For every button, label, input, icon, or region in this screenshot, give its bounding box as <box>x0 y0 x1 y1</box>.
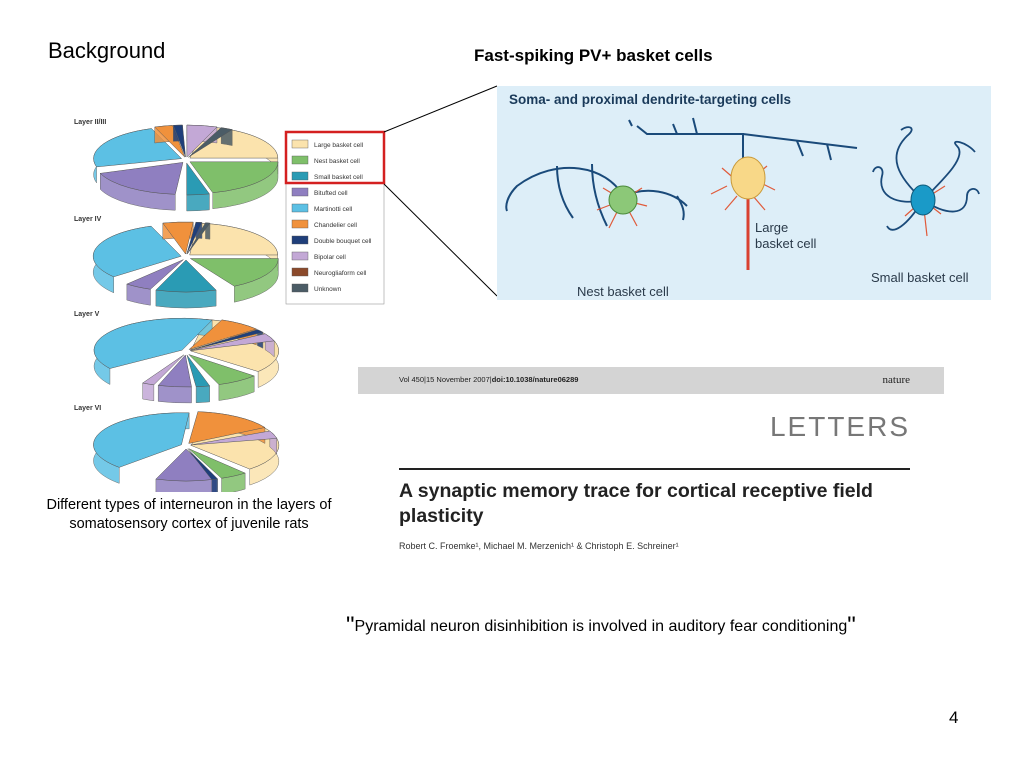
pie-slice <box>188 411 266 444</box>
paper-header: Vol 450|15 November 2007|doi:10.1038/nat… <box>358 367 944 567</box>
pie-layer-label: Layer VI <box>74 405 101 412</box>
morphology-title: Soma- and proximal dendrite-targeting ce… <box>509 92 791 107</box>
pie-slice <box>154 125 186 158</box>
quote-text: "Pyramidal neuron disinhibition is invol… <box>346 612 856 639</box>
interneuron-pie-figure: Layer II/III Layer IV Layer V Layer VI Larg… <box>74 119 386 492</box>
paper-authors: Robert C. Froemke¹, Michael M. Merzenich… <box>399 541 679 551</box>
legend-label: Bipolar cell <box>314 254 346 261</box>
pie-slice <box>186 222 211 255</box>
pie-slice <box>186 124 218 158</box>
small-basket-soma <box>910 184 936 216</box>
pie-slice <box>162 221 194 255</box>
pie-slice <box>189 161 279 193</box>
nest-basket-axon <box>505 163 688 227</box>
paper-doi[interactable]: doi:10.1038/nature06289 <box>491 375 579 384</box>
pie-layer-label: Layer IV <box>74 216 102 223</box>
slide-title: Background <box>48 38 166 63</box>
legend-swatch <box>291 139 309 149</box>
pie-layer-1: Layer II/III <box>74 119 279 212</box>
pie-slice-side <box>157 385 192 404</box>
legend-label: Bitufted cell <box>314 190 348 197</box>
legend-swatch <box>291 155 309 165</box>
pie-slice <box>189 258 279 287</box>
pie-slice <box>188 448 246 479</box>
pie-slice <box>190 333 275 351</box>
pie-slice <box>188 127 233 158</box>
legend-label: Double bouquet cell <box>314 238 372 245</box>
pie-layer-2: Layer IV <box>74 216 279 309</box>
small-basket-label: Small basket cell <box>871 270 969 285</box>
large-basket-label: Large <box>755 220 788 235</box>
paper-top-bar: Vol 450|15 November 2007|doi:10.1038/nat… <box>358 367 944 394</box>
nest-basket-label: Nest basket cell <box>577 284 669 299</box>
pie-layer-label: Layer II/III <box>74 119 106 126</box>
legend-swatch <box>291 203 309 213</box>
figure-caption: Different types of interneuron in the la… <box>46 497 332 532</box>
legend-label: Small basket cell <box>314 174 363 181</box>
legend-label: Martinotti cell <box>314 206 353 213</box>
pie-slice <box>126 259 184 290</box>
large-basket-soma <box>730 156 766 200</box>
legend-label: Nest basket cell <box>314 158 360 165</box>
page-number: 4 <box>949 708 959 727</box>
paper-title: A synaptic memory trace for cortical rec… <box>399 480 873 527</box>
pie-slice-side <box>155 289 217 309</box>
legend-label: Chandelier cell <box>314 222 358 229</box>
paper-article-type: LETTERS <box>769 411 910 442</box>
pie-slice <box>93 317 213 369</box>
pie-layer-4: Layer VI <box>74 405 280 492</box>
pie-slice-side <box>195 385 210 404</box>
journal-name: nature <box>882 374 910 386</box>
pie-slice <box>186 221 203 255</box>
legend-swatch <box>291 187 309 197</box>
legend-label: Large basket cell <box>314 142 364 149</box>
legend-swatch <box>291 219 309 229</box>
legend-swatch <box>291 235 309 245</box>
pie-slice <box>157 354 192 388</box>
pie-slice <box>188 354 255 385</box>
paper-reference: Vol 450|15 November 2007|doi:10.1038/nat… <box>399 375 579 384</box>
paper-divider <box>399 468 910 470</box>
pie-slice <box>93 412 190 468</box>
pie-slice <box>186 354 211 388</box>
pie-slice <box>188 319 258 350</box>
legend-swatch <box>291 283 309 293</box>
pie-slice <box>186 162 210 196</box>
legend-swatch <box>291 251 309 261</box>
basket-cell-morphology-panel: Soma- and proximal dendrite-targeting ce… <box>497 86 991 300</box>
pie-slice <box>142 354 185 386</box>
legend-label: Neurogliaform cell <box>314 270 367 277</box>
pie-slice-side <box>186 193 210 212</box>
pie-slice <box>92 225 182 278</box>
legend-swatch <box>291 267 309 277</box>
legend-swatch <box>291 171 309 181</box>
legend-label: Unknown <box>314 286 341 293</box>
pie-slice <box>187 448 219 480</box>
pie-slice <box>99 162 184 195</box>
zoom-connector-lines <box>383 85 498 297</box>
pie-slice <box>189 329 264 351</box>
basket-cell-highlight-box <box>284 130 386 185</box>
large-basket-axon <box>628 117 858 166</box>
basket-cells-heading: Fast-spiking PV+ basket cells <box>474 46 713 65</box>
pie-slice <box>172 124 186 158</box>
pie-slice-side <box>142 382 155 402</box>
pie-slice <box>190 430 278 446</box>
pie-layer-label: Layer V <box>74 311 100 318</box>
large-basket-label-2: basket cell <box>755 236 817 251</box>
pie-slice-side <box>211 478 218 492</box>
nest-basket-soma <box>608 185 638 215</box>
pie-slice <box>155 259 217 293</box>
pie-layer-3: Layer V <box>74 311 279 404</box>
